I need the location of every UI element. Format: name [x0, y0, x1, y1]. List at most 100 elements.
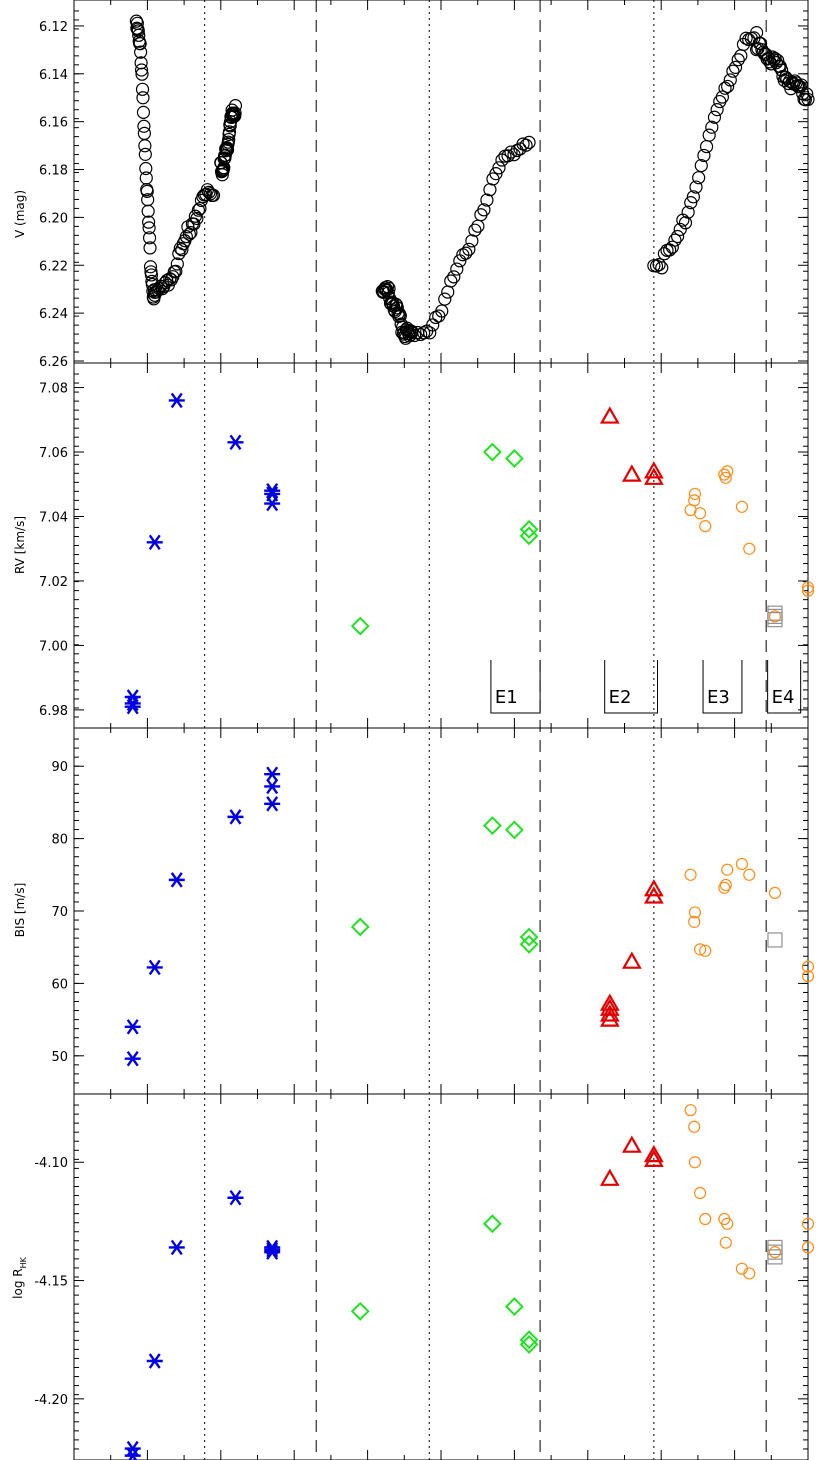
svg-text:log RHK: log RHK: [11, 1256, 28, 1298]
epoch-label-1: E1: [495, 687, 518, 708]
photometry-point: [480, 193, 494, 207]
data-point-asterisk: [124, 1019, 141, 1035]
photometry-point: [139, 171, 153, 185]
data-point-asterisk: [124, 1447, 141, 1460]
photometry-point: [678, 216, 693, 230]
data-point-circle-open: [684, 868, 697, 881]
y-tick-label: 7.02: [39, 575, 68, 590]
photometry-point: [136, 105, 151, 119]
data-marks: [124, 14, 815, 1460]
epoch-divider-lines: [204, 0, 767, 1460]
photometry-point: [138, 147, 152, 161]
photometry-point: [471, 219, 485, 233]
photometry-point: [142, 231, 157, 245]
photometry-point: [179, 230, 193, 244]
panel-frame-2: [73, 727, 809, 1095]
y-tick-label: 6.12: [39, 20, 68, 35]
data-point-triangle: [643, 1144, 664, 1163]
tick-labels: 6.126.146.166.186.206.226.246.267.087.06…: [34, 20, 68, 1408]
photometry-point: [191, 203, 206, 217]
photometry-point: [468, 223, 482, 237]
photometry-point: [707, 110, 722, 124]
photometry-point: [134, 45, 148, 59]
data-point-triangle: [599, 1009, 620, 1027]
data-point-diamond: [482, 816, 502, 835]
y-tick-label: -4.15: [34, 1275, 68, 1290]
photometry-point: [220, 143, 235, 157]
data-point-circle-open: [719, 878, 732, 892]
photometry-point: [137, 119, 151, 133]
data-point-diamond: [519, 927, 539, 947]
photometry-point: [771, 53, 785, 68]
data-point-diamond: [350, 1301, 370, 1321]
data-point-asterisk: [227, 809, 244, 825]
ylabel-logrhk-sub: HK: [19, 1256, 28, 1268]
data-point-circle-open: [801, 970, 815, 983]
data-point-circle-open: [735, 500, 749, 513]
photometry-point: [692, 171, 706, 185]
data-point-asterisk: [124, 698, 141, 715]
data-point-diamond: [482, 442, 502, 462]
photometry-point: [228, 99, 243, 113]
data-point-asterisk-stroke: [126, 1050, 139, 1067]
data-point-diamond: [504, 820, 524, 840]
epoch-label-2: E2: [609, 687, 632, 708]
photometry-point: [447, 270, 461, 284]
photometry-point: [390, 301, 404, 315]
panel-frame-3: [73, 1093, 809, 1460]
epoch-bracket-4: [767, 660, 802, 714]
data-point-triangle: [621, 951, 642, 969]
ylabel-logrhk: log RHK: [11, 1256, 28, 1298]
photometry-point: [504, 145, 518, 159]
data-point-asterisk: [146, 959, 163, 976]
axis-ticks: [73, 0, 809, 1460]
data-point-asterisk-stroke: [229, 434, 242, 451]
data-point-circle-open: [735, 857, 749, 871]
data-point-circle-open: [719, 1236, 732, 1249]
data-point-circle-open: [801, 1217, 815, 1230]
photometry-point: [190, 211, 204, 226]
data-point-triangle: [599, 998, 620, 1016]
data-point-circle-open: [684, 1104, 697, 1117]
photometry-point: [649, 259, 664, 273]
photometry-point: [739, 31, 753, 45]
data-point-diamond: [519, 1330, 539, 1350]
photometry-point: [135, 82, 150, 96]
y-tick-label: 6.22: [39, 259, 68, 274]
photometry-point: [137, 126, 151, 140]
photometry-point: [652, 257, 666, 272]
data-point-asterisk-stroke: [148, 534, 161, 550]
data-point-circle-open: [768, 610, 782, 623]
photometry-point: [132, 28, 146, 42]
photometry-point: [206, 188, 221, 202]
y-tick-label: 7.00: [39, 639, 68, 654]
photometry-point: [793, 79, 807, 94]
photometry-point: [408, 328, 422, 343]
photometry-point: [222, 132, 236, 147]
data-point-triangle: [643, 879, 664, 897]
photometry-point: [450, 262, 464, 276]
photometry-point: [686, 190, 700, 204]
y-tick-label: 50: [51, 1050, 68, 1065]
photometry-point: [705, 120, 719, 134]
photometry-point: [222, 125, 237, 139]
photometry-point: [668, 233, 682, 247]
data-point-circle-open: [694, 507, 707, 520]
data-point-triangle: [599, 993, 620, 1011]
photometry-point: [188, 209, 202, 223]
data-point-asterisk-stroke: [170, 392, 183, 409]
photometry-point: [519, 138, 533, 152]
data-point-circle-open: [768, 1246, 782, 1259]
data-point-circle-open: [699, 944, 712, 957]
photometry-point: [715, 90, 729, 104]
photometry-point: [142, 215, 156, 229]
y-tick-label: 6.14: [39, 68, 68, 83]
data-point-diamond: [519, 1335, 539, 1354]
data-point-diamond: [519, 934, 539, 954]
photometry-point: [143, 260, 158, 274]
photometry-point: [228, 106, 242, 120]
data-point-circle-open: [694, 943, 707, 956]
photometry-point: [731, 53, 745, 67]
data-point-triangle: [599, 406, 620, 424]
